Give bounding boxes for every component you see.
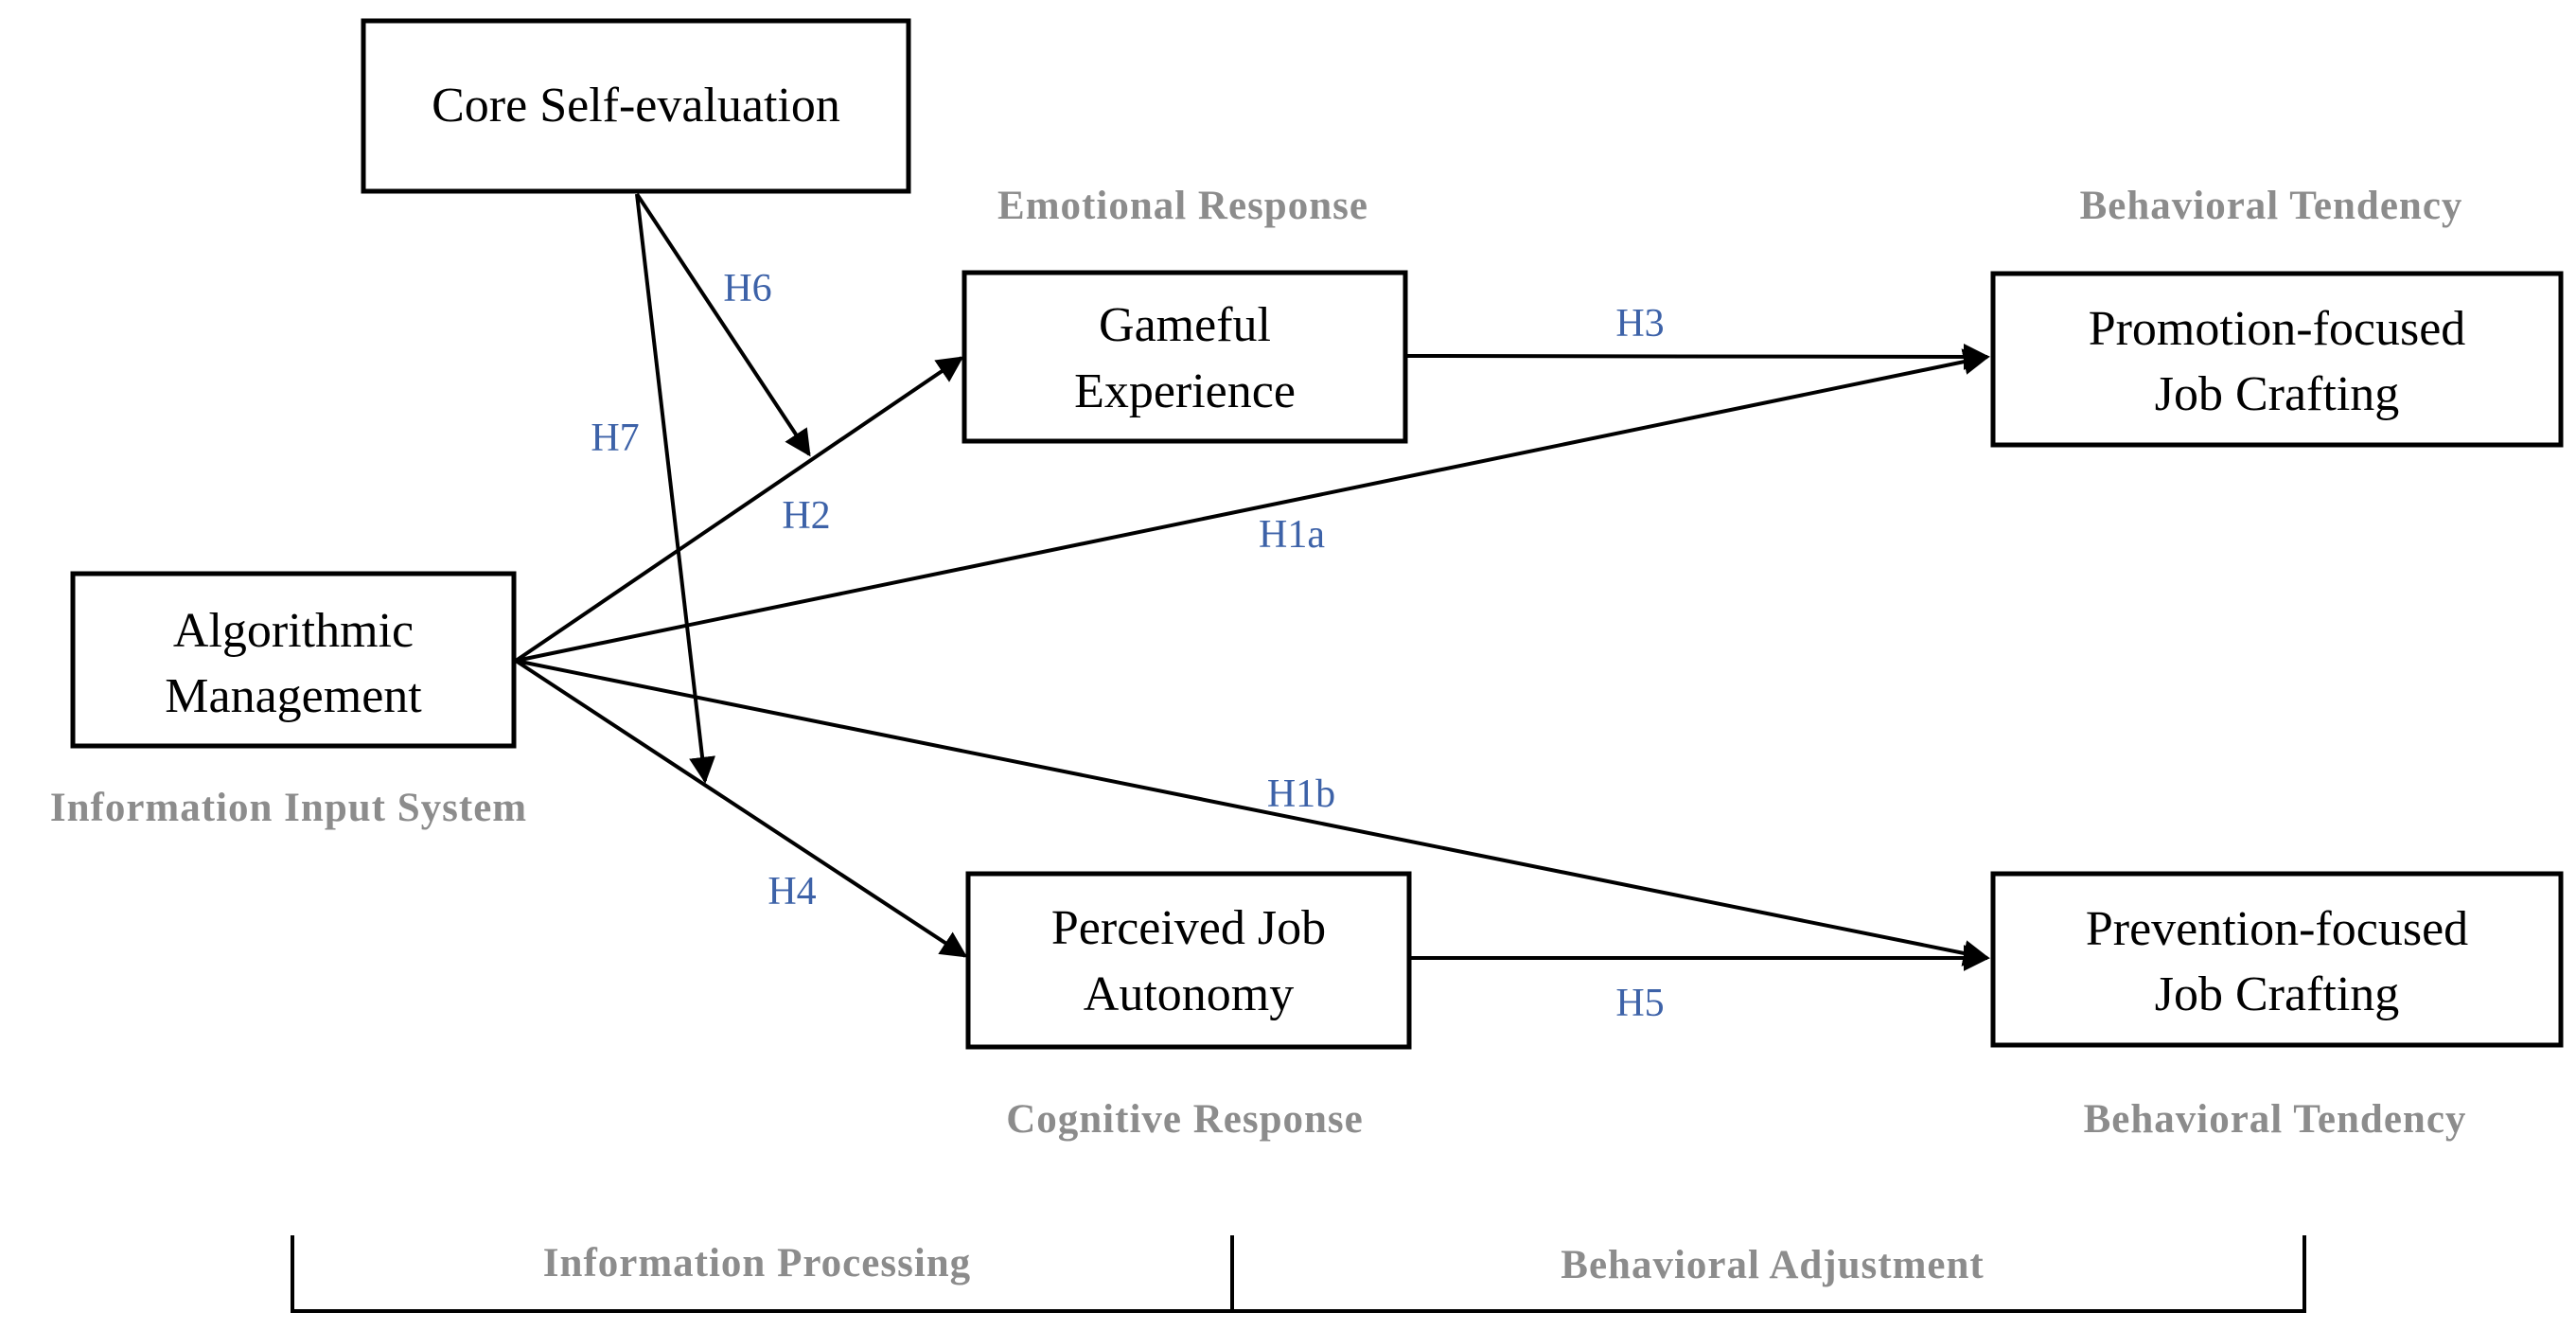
node-promotion-job-crafting-line-2: Job Crafting <box>2155 367 2400 421</box>
phase-bracket: Information Processing Behavioral Adjust… <box>291 1235 2306 1313</box>
edge-h4 <box>514 659 968 958</box>
node-core-self-evaluation: Core Self-evaluation <box>361 18 911 194</box>
node-gameful-experience-line-2: Experience <box>1074 364 1296 418</box>
phase-label-information-processing: Information Processing <box>543 1241 971 1286</box>
hypothesis-label-h7: H7 <box>591 417 639 460</box>
phase-label-behavioral-adjustment: Behavioral Adjustment <box>1561 1243 1984 1287</box>
node-promotion-job-crafting: Promotion-focused Job Crafting <box>1990 271 2564 448</box>
stage-label-information-input-system: Information Input System <box>50 786 527 830</box>
phase-bracket-behavioral-adjustment <box>1232 1235 2306 1313</box>
hypothesis-label-h5: H5 <box>1615 982 1664 1025</box>
node-perceived-job-autonomy: Perceived Job Autonomy <box>965 871 1412 1050</box>
hypothesis-label-h1a: H1a <box>1259 513 1325 557</box>
hypothesis-label-h3: H3 <box>1615 302 1664 346</box>
stage-label-behavioral-tendency-bottom: Behavioral Tendency <box>2084 1097 2467 1142</box>
edge-h6 <box>635 192 811 457</box>
node-algorithmic-management-line-2: Management <box>165 669 422 723</box>
node-prevention-job-crafting-line-1: Prevention-focused <box>2086 902 2468 956</box>
stage-label-emotional-response: Emotional Response <box>997 184 1368 228</box>
node-gameful-experience-line-1: Gameful <box>1099 298 1271 352</box>
edges <box>514 192 1990 971</box>
node-prevention-job-crafting-line-2: Job Crafting <box>2155 967 2400 1021</box>
hypothesis-labels: H6 H7 H2 H3 H1a H1b H4 H5 <box>591 267 1664 1025</box>
stage-label-cognitive-response: Cognitive Response <box>1006 1097 1364 1142</box>
node-promotion-job-crafting-line-1: Promotion-focused <box>2089 302 2466 356</box>
stage-labels: Emotional Response Behavioral Tendency I… <box>50 184 2467 1142</box>
node-algorithmic-management: Algorithmic Management <box>70 571 517 749</box>
node-perceived-job-autonomy-line-2: Autonomy <box>1084 967 1294 1021</box>
stage-label-behavioral-tendency-top: Behavioral Tendency <box>2080 184 2463 228</box>
node-perceived-job-autonomy-line-1: Perceived Job <box>1051 901 1326 955</box>
edge-h3 <box>1406 343 1990 370</box>
node-prevention-job-crafting: Prevention-focused Job Crafting <box>1990 871 2564 1048</box>
node-core-self-evaluation-line-1: Core Self-evaluation <box>432 79 840 133</box>
node-gameful-experience: Gameful Experience <box>962 270 1408 444</box>
edge-h1b <box>515 659 1990 966</box>
hypothesis-label-h6: H6 <box>723 267 771 310</box>
hypothesis-label-h4: H4 <box>768 870 816 913</box>
hypothesis-label-h2: H2 <box>782 494 830 538</box>
edge-h2 <box>514 356 964 663</box>
node-algorithmic-management-line-1: Algorithmic <box>173 604 414 658</box>
edge-h7 <box>635 193 715 784</box>
edge-h1a <box>515 348 1990 663</box>
phase-bracket-information-processing <box>291 1235 1232 1313</box>
hypothesis-label-h1b: H1b <box>1267 772 1335 816</box>
